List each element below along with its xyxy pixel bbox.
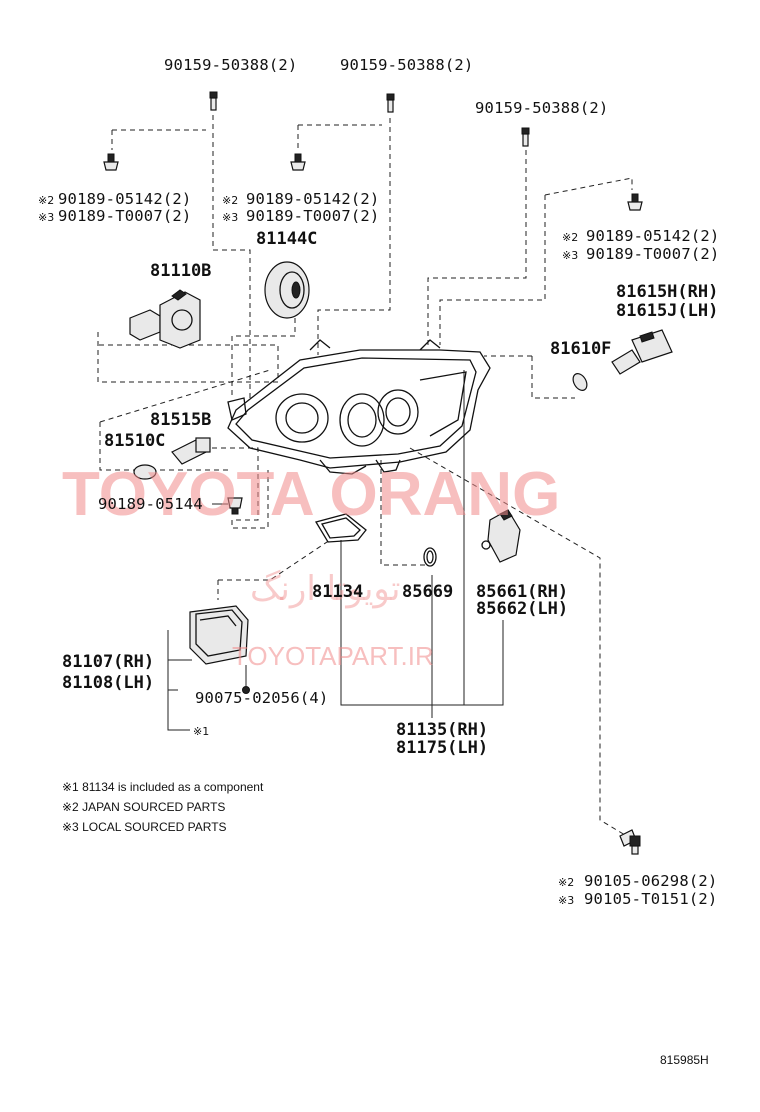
mark-japan: ※2 <box>558 876 574 889</box>
bolt-icon <box>521 127 530 147</box>
label-bulb-main: 81110B <box>150 261 211 281</box>
clip-icon <box>103 153 119 171</box>
lamp-unit-icon <box>189 605 249 665</box>
label-assy-rh: 81135(RH) <box>396 720 488 740</box>
label-socket-lh: 81615J(LH) <box>616 301 718 321</box>
label-clip-left-jp: 90189-05142(2) <box>58 190 191 208</box>
label-clip-mid-jp: 90189-05142(2) <box>246 190 379 208</box>
bolt-icon <box>386 93 395 113</box>
label-bolt-top-mid: 90159-50388(2) <box>340 56 473 74</box>
mark-local: ※3 <box>562 249 578 262</box>
leader-lines <box>97 115 633 836</box>
mark-local: ※3 <box>558 894 574 907</box>
label-bulb-side: 81610F <box>550 339 611 359</box>
bolt-icon <box>209 91 218 111</box>
label-bolt-top-left: 90159-50388(2) <box>164 56 297 74</box>
headlamp-assembly-icon <box>227 339 491 475</box>
label-actuator-lh: 85662(LH) <box>476 599 568 619</box>
label-clip-right-local: 90189-T0007(2) <box>586 245 719 263</box>
note-3: ※3 LOCAL SOURCED PARTS <box>62 820 227 834</box>
small-clip-icon <box>227 497 243 515</box>
label-screw-local: 90105-T0151(2) <box>584 890 717 908</box>
label-clip-small: 90189-05144 <box>98 495 203 513</box>
label-unit-screw: 90075-02056(4) <box>195 689 328 707</box>
clip-icon <box>290 153 306 171</box>
label-clip-mid-local: 90189-T0007(2) <box>246 207 379 225</box>
side-bulb-icon <box>572 373 588 391</box>
o-ring-icon <box>423 547 437 567</box>
watermark-persian: تویوتا ارنگ <box>250 569 400 609</box>
cap-icon <box>264 261 310 319</box>
label-bulb-small: 81510C <box>104 431 165 451</box>
mark-local: ※3 <box>222 211 238 224</box>
label-o-ring: 85669 <box>402 582 453 602</box>
label-unit-note-ref: ※1 <box>193 725 209 738</box>
label-socket-rh: 81615H(RH) <box>616 282 718 302</box>
label-unit-rh: 81107(RH) <box>62 652 154 672</box>
note-2: ※2 JAPAN SOURCED PARTS <box>62 800 225 814</box>
small-screw-icon <box>242 686 250 694</box>
watermark-main: TOYOTA ORANG <box>62 460 560 529</box>
socket-icon <box>611 329 673 375</box>
label-socket-small: 81515B <box>150 410 211 430</box>
label-clip-left-local: 90189-T0007(2) <box>58 207 191 225</box>
headlamp-bulb-icon <box>129 289 201 349</box>
mounting-screw-icon <box>619 829 641 855</box>
label-bolt-top-right: 90159-50388(2) <box>475 99 608 117</box>
mark-japan: ※2 <box>562 231 578 244</box>
bracket-lines <box>167 370 504 731</box>
leveling-actuator-icon <box>481 509 521 563</box>
mark-japan: ※2 <box>38 194 54 207</box>
label-clip-right-jp: 90189-05142(2) <box>586 227 719 245</box>
watermark-site: TOYOTAPART.IR <box>232 641 434 671</box>
small-socket-icon <box>171 437 211 465</box>
label-unit-lh: 81108(LH) <box>62 673 154 693</box>
label-cap: 81144C <box>256 229 317 249</box>
label-actuator-rh: 85661(RH) <box>476 582 568 602</box>
diagram-code: 815985H <box>660 1053 709 1067</box>
label-gasket: 81134 <box>312 582 363 602</box>
note-1: ※1 81134 is included as a component <box>62 780 264 794</box>
mark-japan: ※2 <box>222 194 238 207</box>
small-bulb-icon <box>133 464 157 480</box>
mark-local: ※3 <box>38 211 54 224</box>
clip-icon <box>627 193 643 211</box>
gasket-icon <box>314 513 367 543</box>
label-screw-jp: 90105-06298(2) <box>584 872 717 890</box>
label-assy-lh: 81175(LH) <box>396 738 488 758</box>
